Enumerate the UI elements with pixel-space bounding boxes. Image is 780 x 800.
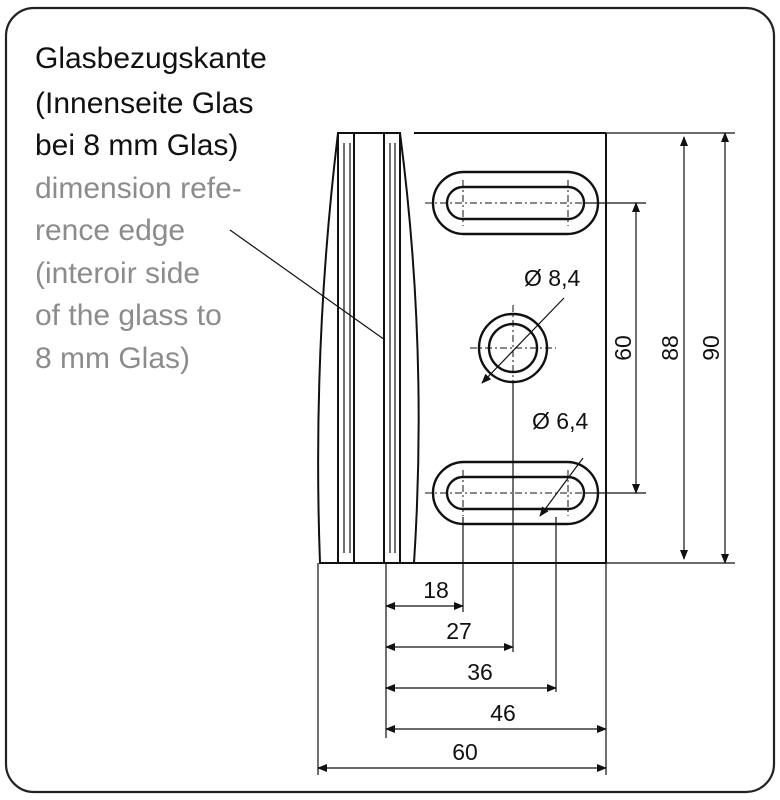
dimension-18: 18 — [423, 577, 449, 603]
center-hole — [470, 305, 556, 391]
reference-edge-label-de: Glasbezugskante (Innenseite Glas bei 8 m… — [35, 42, 267, 162]
frame-border — [4, 6, 776, 794]
label-en-line-3: (interoir side — [35, 257, 200, 290]
label-en-line-1: dimension refe- — [35, 172, 242, 205]
mounting-plate — [414, 132, 607, 564]
label-de-line-2: (Innenseite Glas — [35, 87, 253, 120]
dimension-46: 46 — [490, 700, 516, 726]
clamp-body — [317, 132, 420, 564]
label-en-line-2: rence edge — [35, 214, 185, 247]
upper-slot — [425, 170, 600, 236]
dimension-88: 88 — [657, 335, 683, 361]
label-en-line-5: 8 mm Glas) — [35, 342, 190, 375]
dimension-60-vertical: 60 — [610, 335, 636, 361]
hole-large-leader — [481, 297, 565, 384]
vertical-dimensions — [584, 132, 735, 564]
label-de-line-1: Glasbezugskante — [35, 42, 267, 75]
label-de-line-3: bei 8 mm Glas) — [35, 129, 238, 162]
reference-edge-label-en: dimension refe- rence edge (interoir sid… — [35, 172, 242, 375]
hole-small-dimension: Ø 6,4 — [532, 408, 588, 434]
hole-large-dimension: Ø 8,4 — [524, 265, 580, 291]
horizontal-dimensions — [317, 382, 607, 775]
hole-small-leader — [539, 457, 584, 517]
dimension-36: 36 — [467, 659, 493, 685]
label-en-line-4: of the glass to — [35, 299, 222, 332]
dimension-60-horizontal: 60 — [452, 739, 478, 765]
reference-leader-line — [229, 229, 386, 341]
dimension-27: 27 — [446, 618, 472, 644]
dimension-90: 90 — [698, 335, 724, 361]
